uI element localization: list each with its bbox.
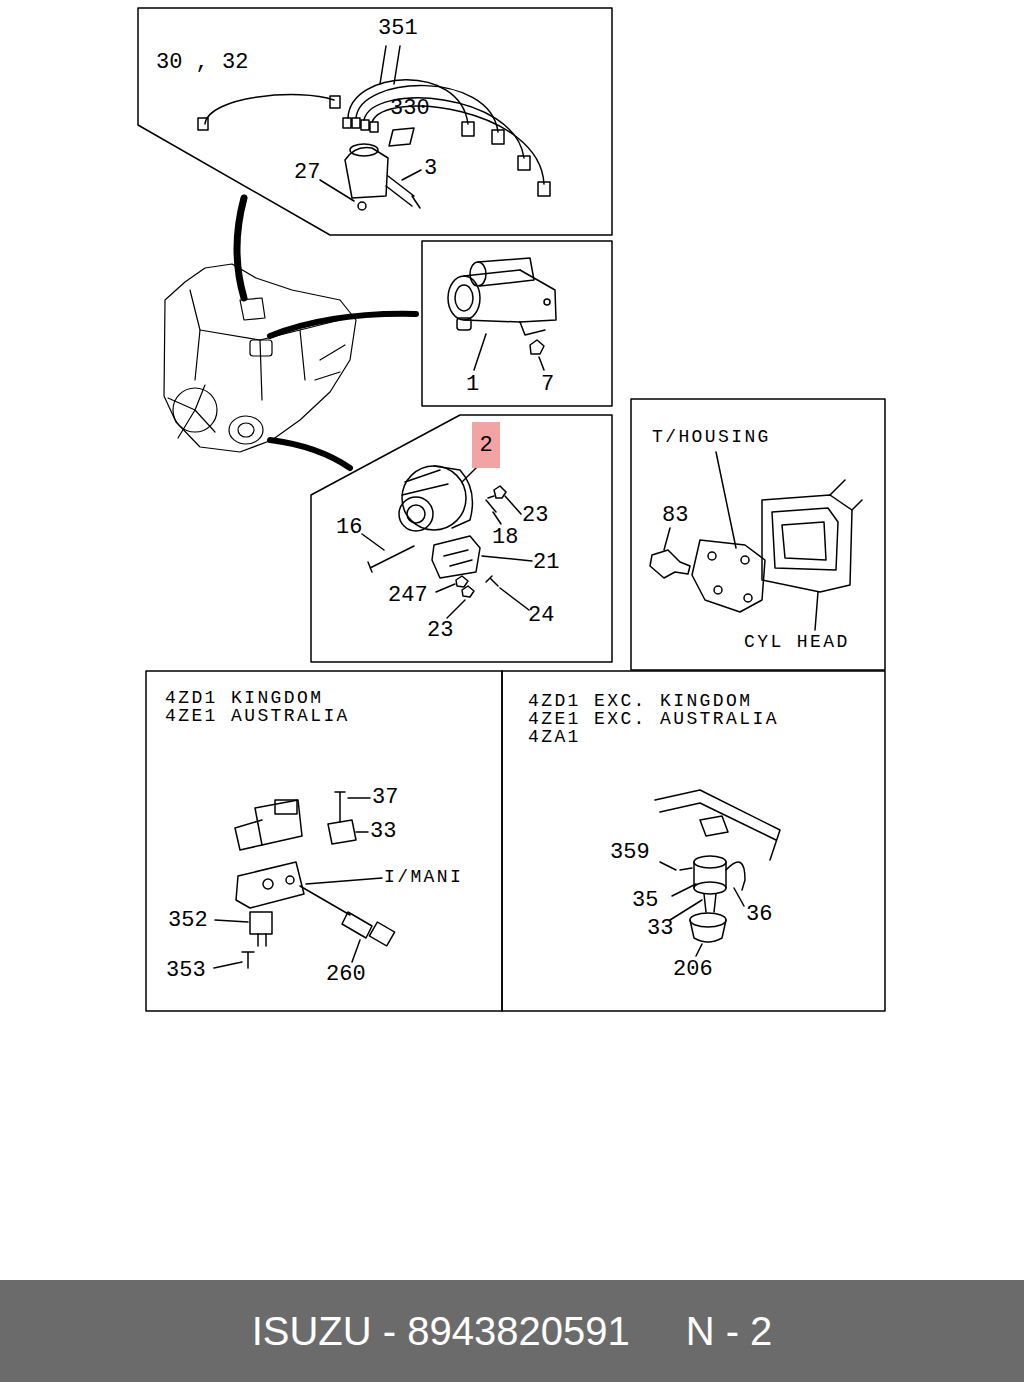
footer-band: ISUZU - 8943820591 N - 2 <box>0 1280 1024 1382</box>
callout-number: 37 <box>372 785 398 810</box>
callout-number: 3 <box>424 156 437 181</box>
callout-number: 18 <box>492 525 518 550</box>
callout-number: 33 <box>370 819 396 844</box>
callout-number: 83 <box>662 503 688 528</box>
footer-text: ISUZU - 8943820591 <box>252 1308 630 1354</box>
panel-frames <box>138 8 885 1011</box>
footer-text: N - 2 <box>686 1308 773 1354</box>
engine-sketch <box>164 264 356 452</box>
part-note: T/HOUSING <box>652 428 771 446</box>
starter-motor <box>448 258 556 370</box>
callout-number: 2 <box>479 433 492 458</box>
part-note: I/MANI <box>384 868 463 886</box>
fuel-filter-right <box>655 790 780 956</box>
alternator <box>362 466 532 618</box>
callout-number: 206 <box>673 957 713 982</box>
sensor-group-left <box>214 792 395 968</box>
callout-number: 7 <box>541 372 554 397</box>
callout-number: 247 <box>388 583 428 608</box>
callout-number: 30 , 32 <box>156 50 248 75</box>
callout-number: 351 <box>378 16 418 41</box>
callout-number: 35 <box>632 888 658 913</box>
callout-number: 1 <box>466 372 479 397</box>
callout-number: 330 <box>390 96 430 121</box>
callout-number: 16 <box>336 515 362 540</box>
highlight-box: 2 <box>472 422 500 468</box>
callout-number: 353 <box>166 958 206 983</box>
callout-number: 352 <box>168 908 208 933</box>
callout-number: 260 <box>326 962 366 987</box>
callout-number: 359 <box>610 840 650 865</box>
callout-number: 23 <box>427 618 453 643</box>
callout-number: 33 <box>647 916 673 941</box>
variant-heading: 4ZD1 KINGDOM 4ZE1 AUSTRALIA <box>165 689 370 725</box>
part-note: CYL HEAD <box>744 633 850 651</box>
callout-number: 21 <box>533 550 559 575</box>
callout-number: 23 <box>522 503 548 528</box>
variant-heading: 4ZD1 EXC. KINGDOM 4ZE1 EXC. AUSTRALIA 4Z… <box>528 692 796 746</box>
pointer-arrows <box>237 198 416 468</box>
callout-number: 36 <box>746 902 772 927</box>
callout-number: 27 <box>294 160 320 185</box>
thermo-housing <box>650 452 862 630</box>
callout-number: 24 <box>528 603 554 628</box>
ignition-parts <box>198 46 550 210</box>
